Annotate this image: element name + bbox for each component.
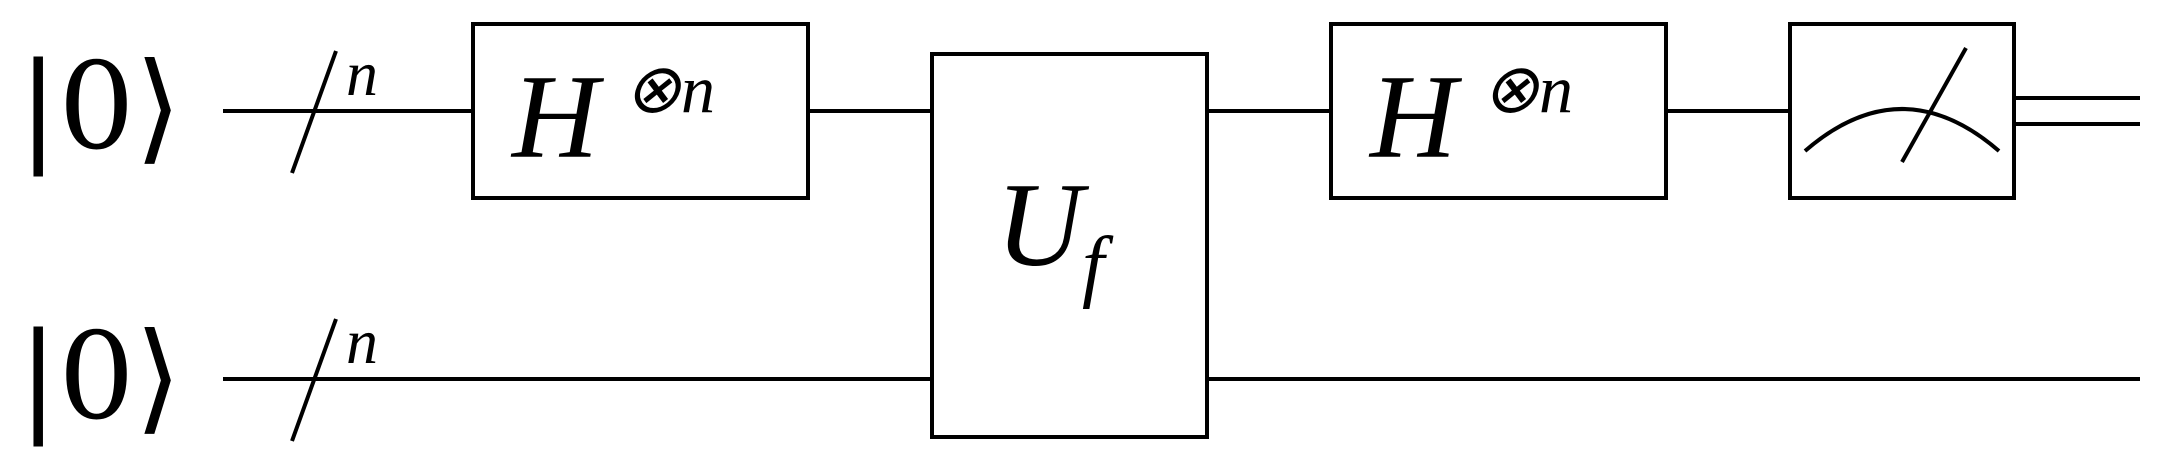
hadamard-gate-1-power: ⊗n	[624, 51, 715, 127]
meter-icon	[1803, 47, 2001, 163]
register-size-bottom: n	[346, 306, 378, 377]
register-size-top: n	[346, 38, 378, 109]
measurement-gate	[1788, 22, 2016, 200]
oracle-gate: U f	[930, 52, 1209, 439]
register-slash-top	[290, 50, 338, 174]
input-state-top: |0⟩	[18, 38, 182, 177]
hadamard-gate-1: H ⊗n	[471, 22, 810, 200]
hadamard-gate-2-power: ⊗n	[1482, 51, 1573, 127]
input-state-bottom: |0⟩	[18, 308, 182, 447]
hadamard-gate-2: H ⊗n	[1329, 22, 1668, 200]
oracle-gate-symbol: U	[996, 158, 1090, 291]
hadamard-gate-2-symbol: H	[1368, 50, 1463, 183]
register-slash-bottom	[290, 318, 338, 442]
hadamard-gate-1-symbol: H	[510, 50, 605, 183]
